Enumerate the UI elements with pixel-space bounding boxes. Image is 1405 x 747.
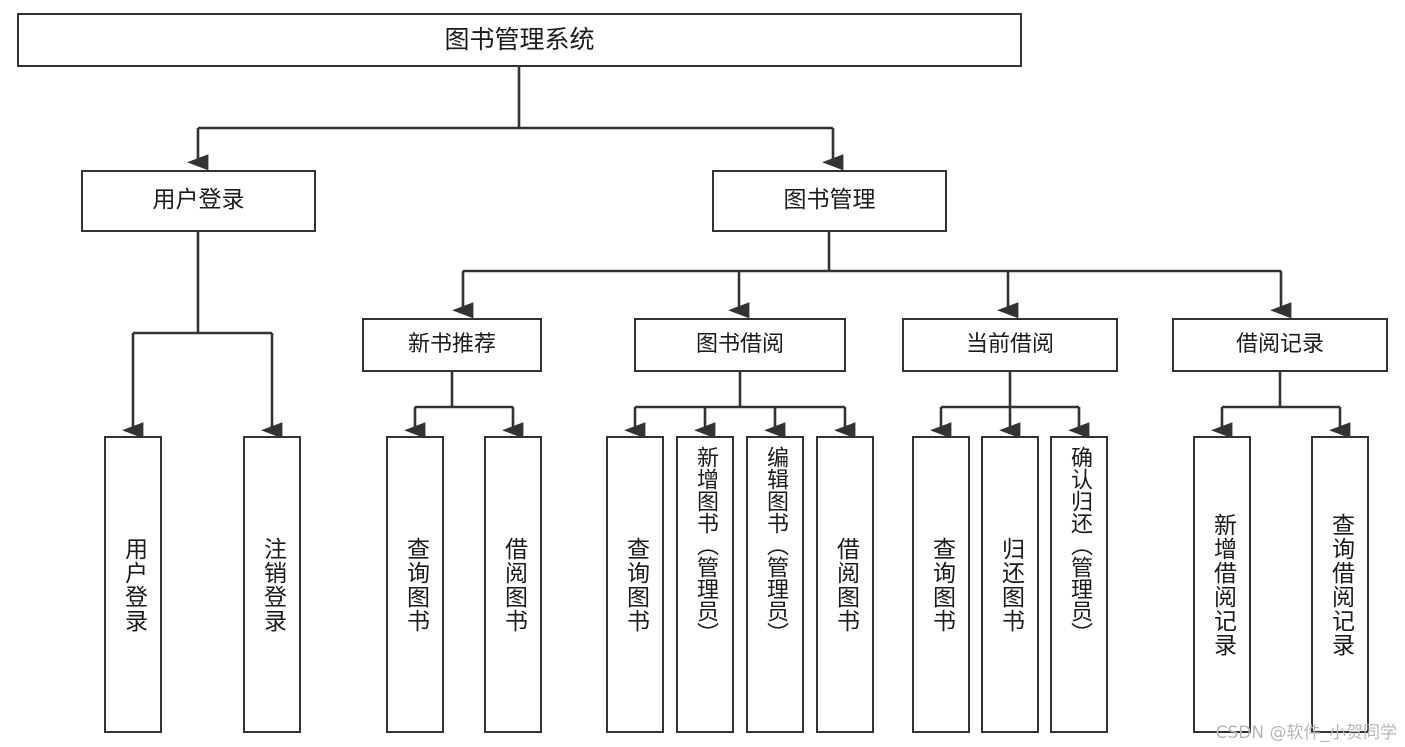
node-label: 新书推荐 <box>407 331 496 357</box>
leaf-confirm-return-admin[interactable]: 确认归还（管理员） <box>1050 436 1108 733</box>
node-label: 借阅图书 <box>500 536 527 633</box>
node-label: 查询图书 <box>928 536 955 633</box>
node-label: 查询图书 <box>402 536 429 633</box>
node-user-login[interactable]: 用户登录 <box>81 170 316 232</box>
node-borrowing-records[interactable]: 借阅记录 <box>1172 318 1388 372</box>
node-label: 图书管理系统 <box>444 25 595 54</box>
leaf-query-books-new[interactable]: 查询图书 <box>386 436 444 733</box>
node-label: 用户登录 <box>120 536 147 633</box>
leaf-add-borrow-record[interactable]: 新增借阅记录 <box>1193 436 1251 733</box>
leaf-return-books[interactable]: 归还图书 <box>981 436 1039 733</box>
node-label: 用户登录 <box>152 187 245 214</box>
node-label: 查询借阅记录 <box>1327 512 1354 657</box>
node-label: 借阅图书 <box>832 536 859 633</box>
leaf-query-borrow-record[interactable]: 查询借阅记录 <box>1311 436 1369 733</box>
leaf-query-books-current[interactable]: 查询图书 <box>912 436 970 733</box>
node-label: 归还图书 <box>997 536 1024 633</box>
node-label: 新增图书（管理员） <box>693 446 718 644</box>
node-current-borrowing[interactable]: 当前借阅 <box>902 318 1118 372</box>
watermark-text: CSDN @软件_小贺同学 <box>1215 723 1397 743</box>
leaf-add-book-admin[interactable]: 新增图书（管理员） <box>676 436 734 733</box>
leaf-user-login[interactable]: 用户登录 <box>104 436 162 733</box>
leaf-edit-book-admin[interactable]: 编辑图书（管理员） <box>746 436 804 733</box>
node-label: 新增借阅记录 <box>1209 512 1236 657</box>
leaf-borrow-books[interactable]: 借阅图书 <box>816 436 874 733</box>
leaf-query-books-borrow[interactable]: 查询图书 <box>606 436 664 733</box>
node-label: 当前借阅 <box>965 331 1054 357</box>
node-label: 借阅记录 <box>1235 331 1324 357</box>
node-label: 图书管理 <box>783 187 876 214</box>
node-label: 编辑图书（管理员） <box>763 446 788 644</box>
leaf-logout[interactable]: 注销登录 <box>243 436 301 733</box>
node-label: 查询图书 <box>622 536 649 633</box>
node-new-book-recommendation[interactable]: 新书推荐 <box>362 318 542 372</box>
node-book-management[interactable]: 图书管理 <box>712 170 947 232</box>
node-label: 图书借阅 <box>695 331 784 357</box>
node-label: 注销登录 <box>259 536 286 633</box>
node-label: 确认归还（管理员） <box>1067 446 1092 644</box>
leaf-borrow-books-new[interactable]: 借阅图书 <box>484 436 542 733</box>
node-book-borrowing[interactable]: 图书借阅 <box>634 318 846 372</box>
node-root-book-management-system[interactable]: 图书管理系统 <box>17 13 1022 67</box>
